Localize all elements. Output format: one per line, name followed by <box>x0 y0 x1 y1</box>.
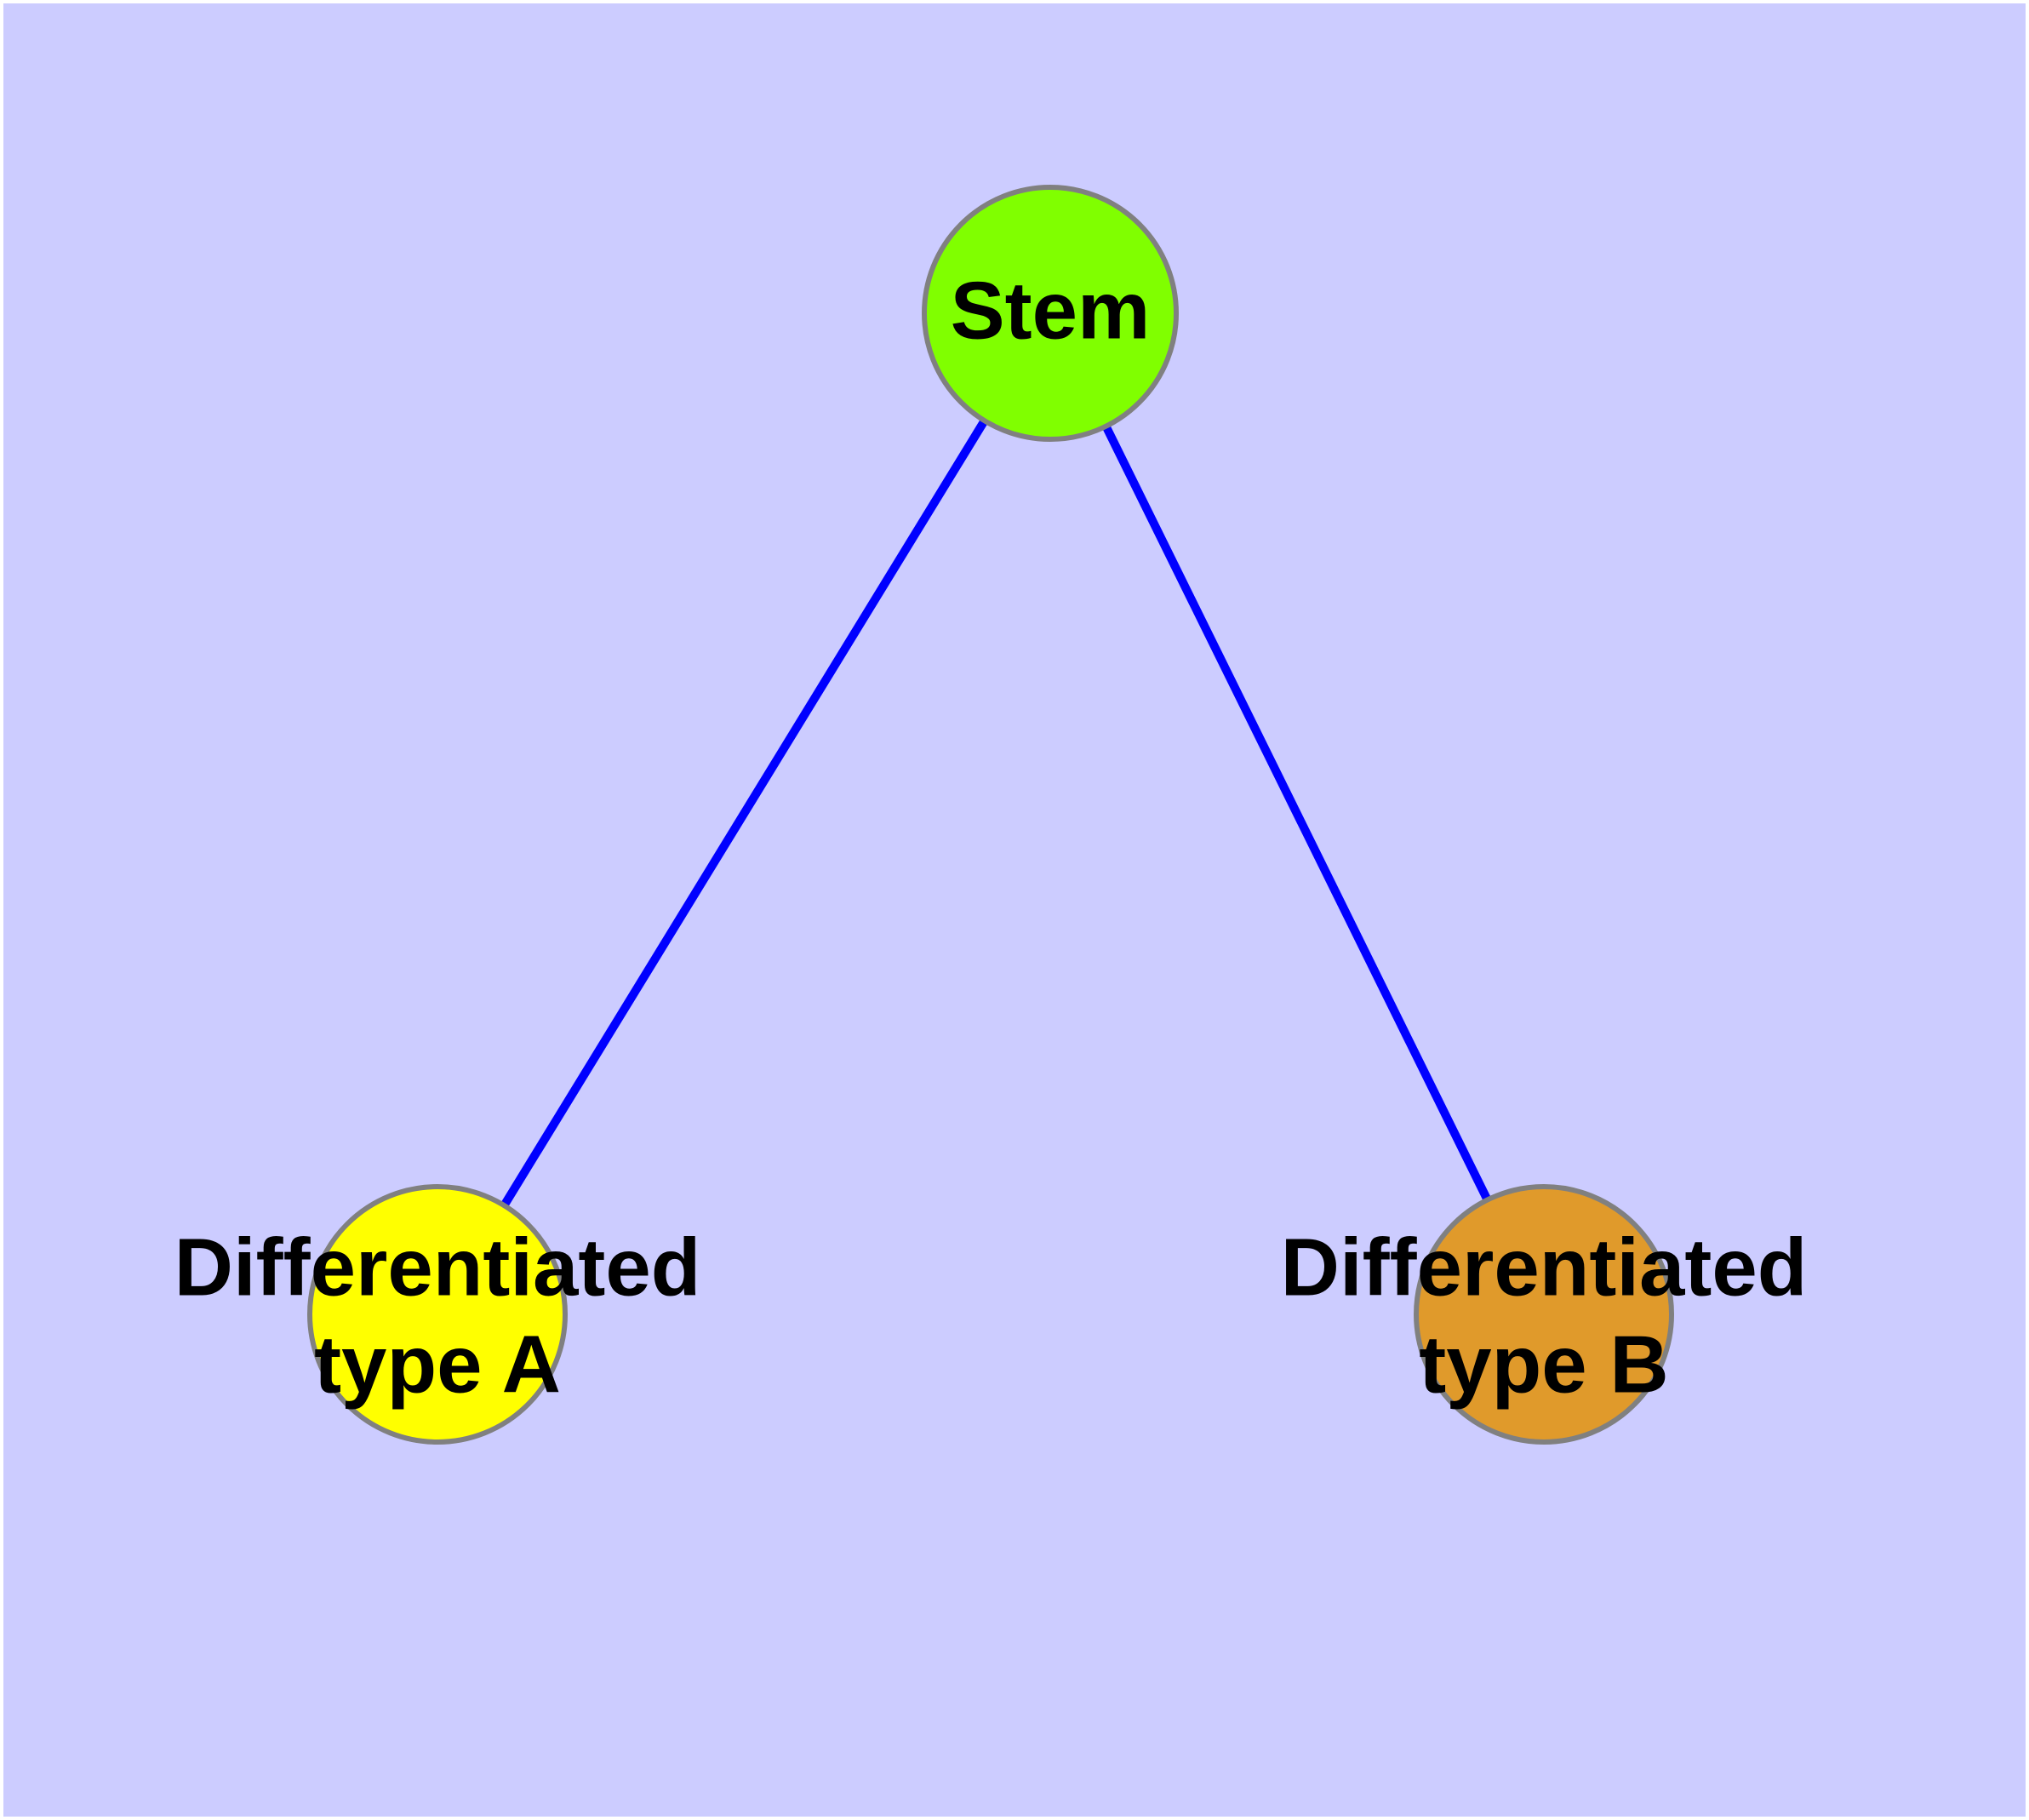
edge-stem-to-differentiated-type-b[interactable] <box>1046 311 1548 1317</box>
edge-layer <box>433 311 1548 1317</box>
node-label-differentiated-type-a-line-1: Differentiated <box>174 1222 701 1313</box>
node-differentiated-type-b[interactable] <box>1414 1184 1674 1445</box>
node-label-differentiated-type-b-line-1: Differentiated <box>1281 1222 1808 1313</box>
node-differentiated-type-a[interactable] <box>307 1184 568 1445</box>
edge-stem-to-differentiated-type-a[interactable] <box>433 311 1055 1317</box>
node-link-graph: Stem Differentiated type A Differentiate… <box>174 185 1808 1445</box>
node-label-differentiated-type-b-line-2: type B <box>1419 1319 1668 1410</box>
node-label-stem: Stem <box>951 265 1151 356</box>
label-layer: Stem Differentiated type A Differentiate… <box>174 265 1808 1410</box>
diagram-plot-area: Stem Differentiated type A Differentiate… <box>3 3 2026 1817</box>
node-label-differentiated-type-a-line-2: type A <box>314 1319 561 1410</box>
node-stem[interactable] <box>922 185 1179 442</box>
node-layer <box>307 185 1674 1445</box>
